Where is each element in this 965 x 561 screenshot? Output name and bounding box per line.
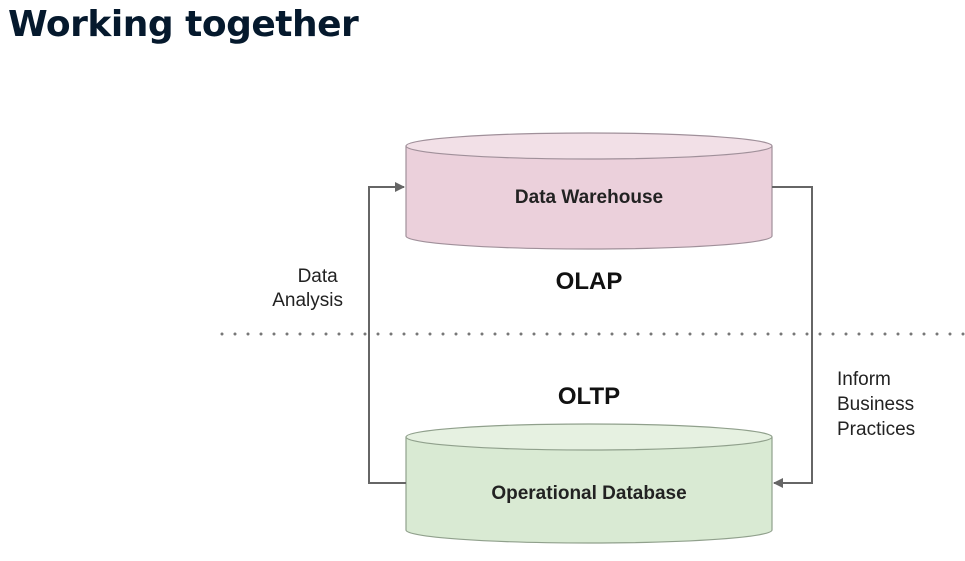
operational-database-body <box>405 437 773 544</box>
data-analysis-label-line: Data <box>298 266 339 287</box>
data-analysis-arrow <box>368 182 406 484</box>
operational-database-label: Operational Database <box>491 483 686 504</box>
page-title: Working together <box>8 4 359 45</box>
olap-label: OLAP <box>556 268 623 295</box>
operational-database-cylinder: Operational Database <box>405 423 773 544</box>
operational-database-top <box>405 423 773 451</box>
inform-label-line: Practices <box>837 419 915 440</box>
data-warehouse-cylinder: Data Warehouse <box>405 132 773 250</box>
data-warehouse-body <box>405 146 773 250</box>
data-analysis-label-line: Analysis <box>272 290 343 311</box>
inform-label-line: Inform <box>837 369 891 390</box>
inform-business-practices-label: Inform Business Practices <box>837 369 919 440</box>
inform-label-line: Business <box>837 394 914 415</box>
data-analysis-label: Data Analysis <box>272 266 343 311</box>
inform-business-arrow <box>772 186 813 488</box>
data-warehouse-top <box>405 132 773 160</box>
data-warehouse-label: Data Warehouse <box>515 187 663 208</box>
oltp-label: OLTP <box>558 383 620 410</box>
